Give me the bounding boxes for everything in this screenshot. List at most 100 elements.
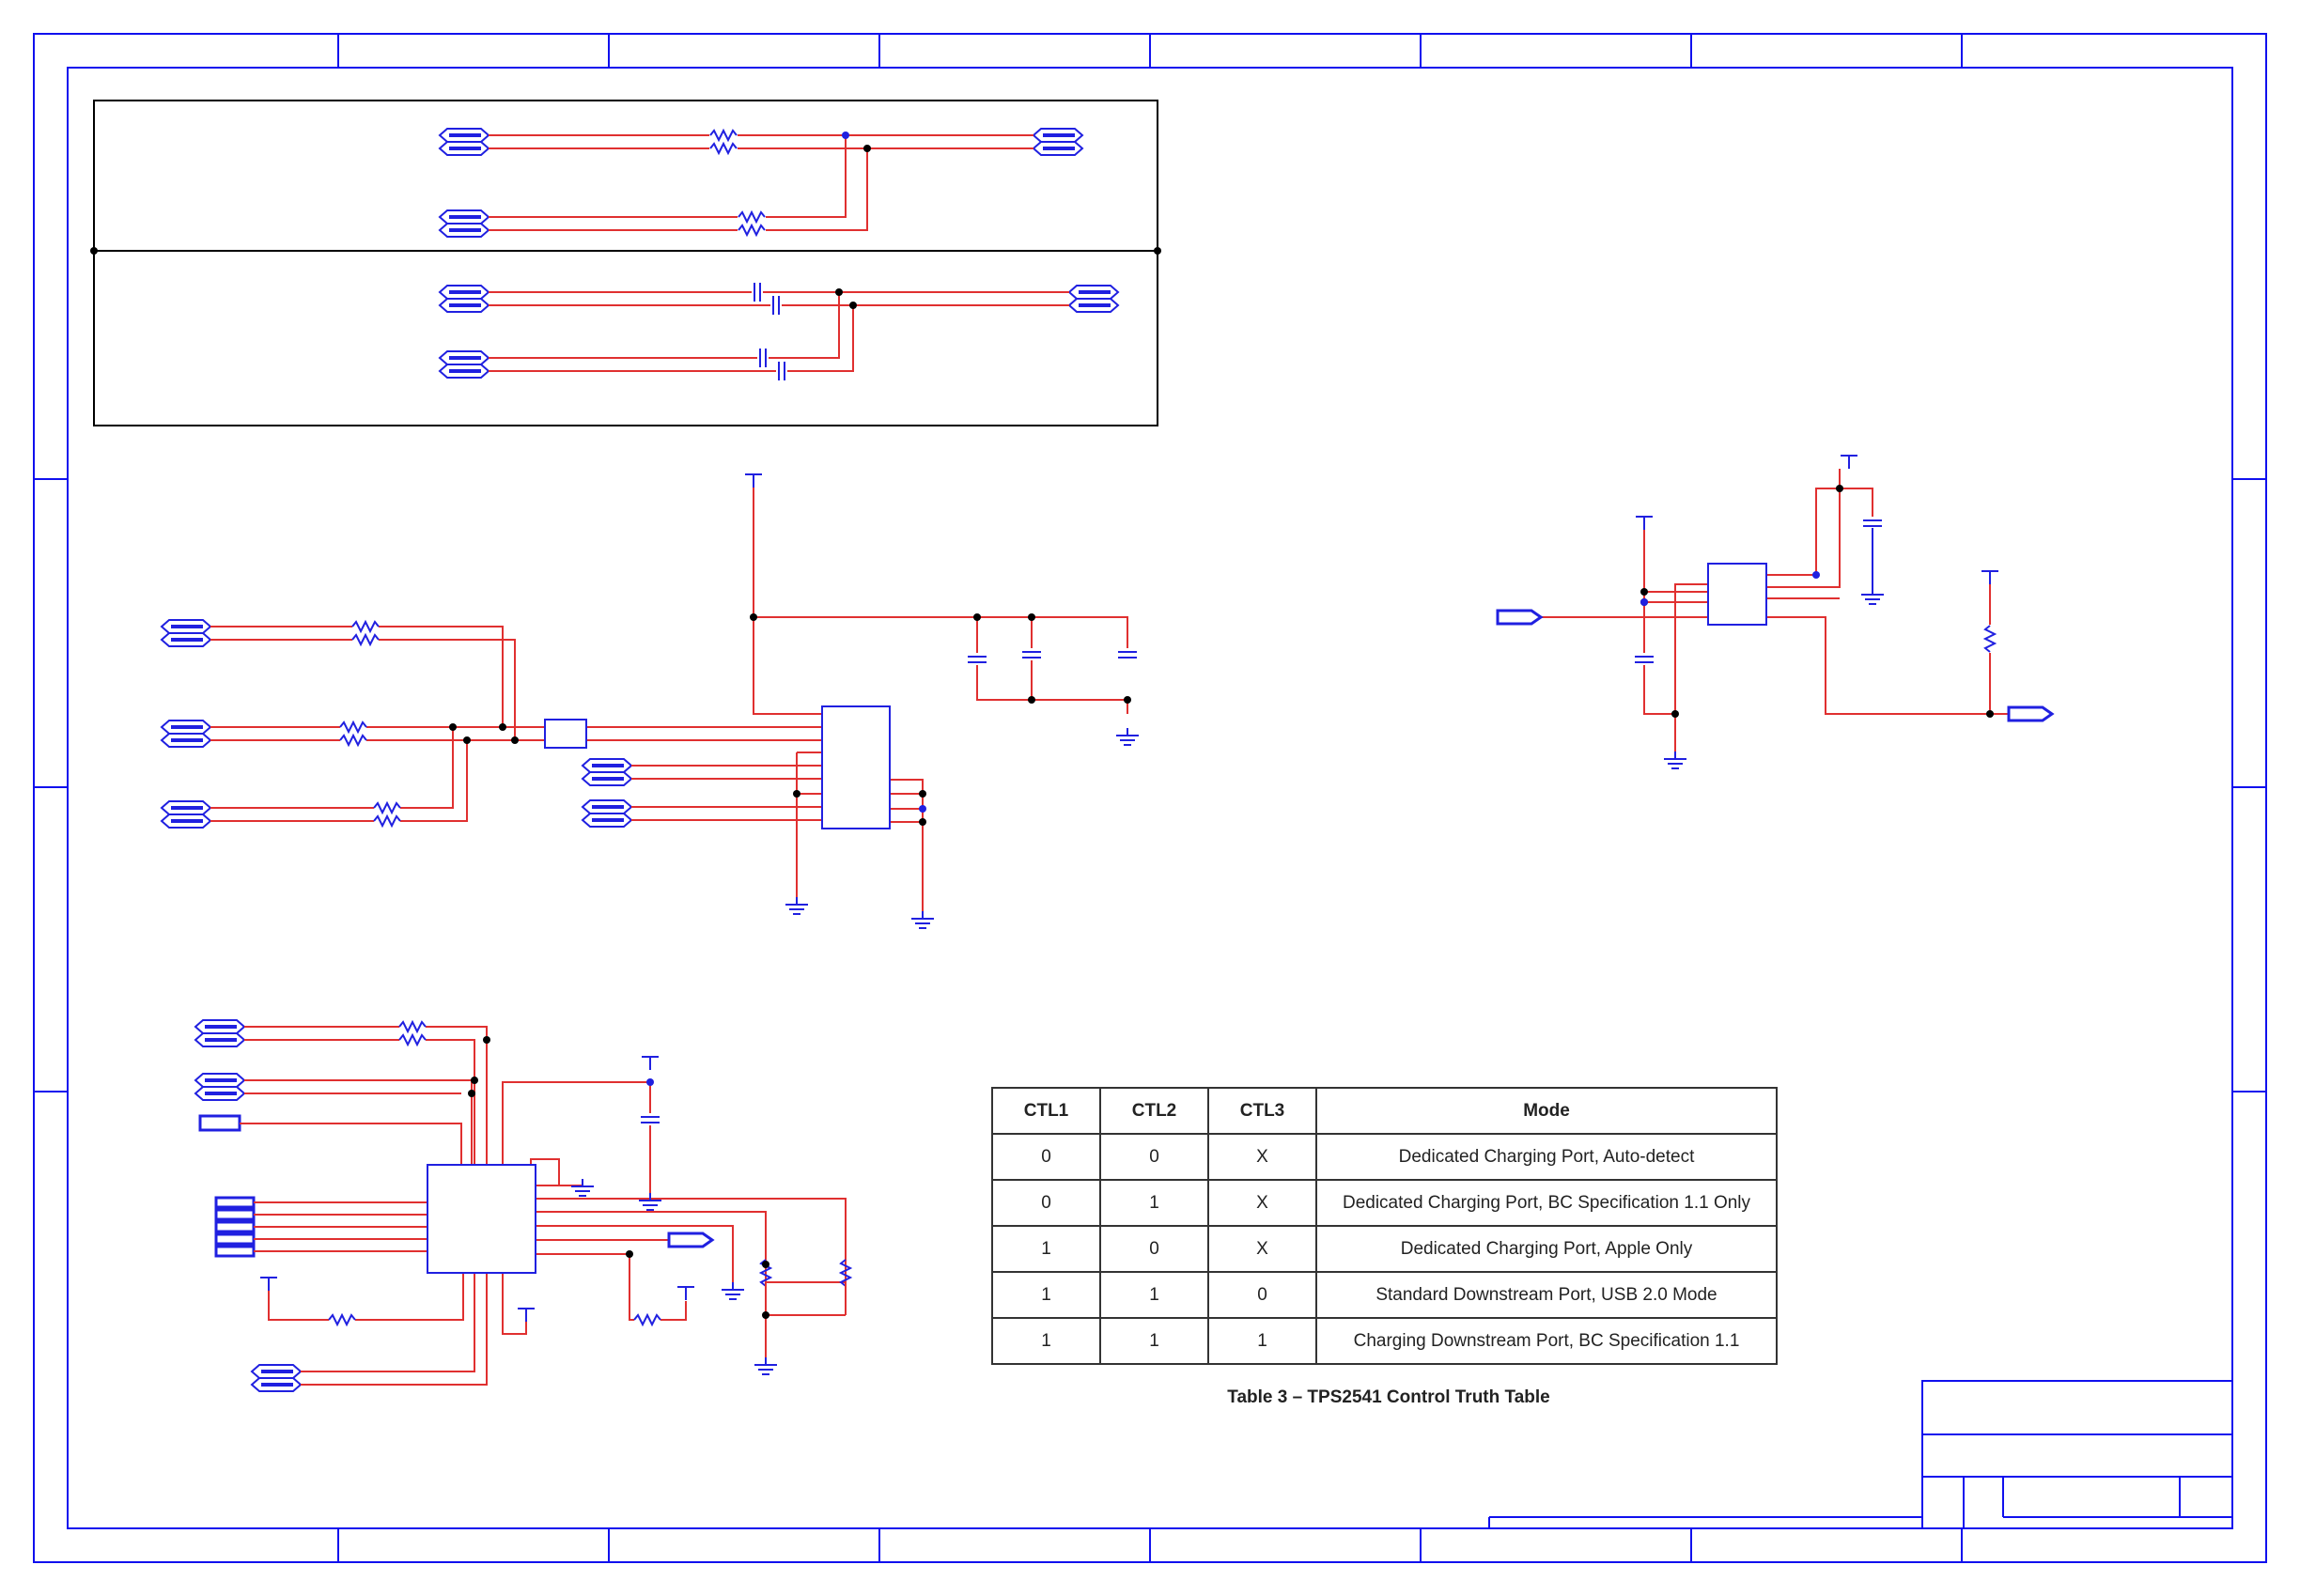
control-truth-table: CTL1 CTL2 CTL3 Mode 0 0 X Dedicated Char… — [991, 1087, 1778, 1365]
net-port-icon — [160, 618, 212, 648]
net-port-icon — [1032, 127, 1084, 157]
table-cell: 0 — [1099, 1225, 1209, 1273]
table-cell: 1 — [991, 1317, 1101, 1365]
table-cell: X — [1207, 1133, 1317, 1181]
column-header: Mode — [1315, 1087, 1778, 1135]
net-port-icon — [194, 1018, 246, 1048]
resistor-icon — [738, 225, 766, 236]
ground-icon — [721, 1281, 745, 1300]
net-port-icon — [250, 1363, 303, 1393]
resistor-icon — [709, 130, 738, 141]
table-cell: 0 — [1099, 1133, 1209, 1181]
net-port-icon — [160, 799, 212, 829]
power-symbol-icon — [517, 1308, 536, 1323]
resistor-icon — [1984, 625, 1996, 653]
resistor-icon — [398, 1021, 427, 1032]
bus-port-icon — [214, 1196, 256, 1258]
wires — [1541, 469, 2009, 715]
resistor-icon — [709, 143, 738, 154]
resistor-icon — [328, 1314, 356, 1325]
drawing-frame — [33, 33, 2267, 1563]
power-symbol-icon — [641, 1056, 660, 1071]
table-cell: 1 — [1099, 1271, 1209, 1319]
power-symbol-icon — [1840, 455, 1858, 470]
resistor-icon — [633, 1314, 661, 1325]
capacitor-icon — [967, 656, 987, 663]
table-cell: 1 — [991, 1225, 1101, 1273]
table-cell: 1 — [1099, 1179, 1209, 1227]
capacitor-icon — [640, 1116, 660, 1123]
middle-left-circuit — [160, 473, 1140, 929]
table-row: 1 0 X Dedicated Charging Port, Apple Onl… — [991, 1225, 1778, 1273]
power-symbol-icon — [1635, 516, 1654, 531]
net-port-icon — [438, 127, 490, 157]
table-cell: 1 — [1207, 1317, 1317, 1365]
capacitor-icon — [1117, 651, 1138, 659]
ground-icon — [1663, 751, 1687, 769]
capacitor-icon — [778, 361, 785, 381]
capacitor-icon — [772, 295, 780, 316]
power-symbol-icon — [1981, 570, 1999, 585]
table-cell: 0 — [1207, 1271, 1317, 1319]
series-element-box — [90, 100, 1161, 426]
power-symbol-icon — [744, 473, 763, 488]
ground-icon — [638, 1192, 662, 1211]
net-port-icon — [581, 757, 633, 787]
power-symbol-icon — [259, 1277, 278, 1292]
output-port-icon — [2007, 705, 2055, 722]
capacitor-icon — [754, 282, 761, 302]
table-cell: Dedicated Charging Port, Auto-detect — [1315, 1133, 1778, 1181]
net-port-icon — [438, 349, 490, 380]
table-cell: 1 — [991, 1271, 1101, 1319]
output-port-icon — [667, 1232, 715, 1248]
table-row: 0 1 X Dedicated Charging Port, BC Specif… — [991, 1179, 1778, 1227]
table-cell: 0 — [991, 1133, 1101, 1181]
table-row: 0 0 X Dedicated Charging Port, Auto-dete… — [991, 1133, 1778, 1181]
table-cell: Dedicated Charging Port, BC Specificatio… — [1315, 1179, 1778, 1227]
ground-icon — [1115, 727, 1140, 746]
table-header-row: CTL1 CTL2 CTL3 Mode — [991, 1087, 1778, 1135]
table-cell: X — [1207, 1225, 1317, 1273]
table-cell: Charging Downstream Port, BC Specificati… — [1315, 1317, 1778, 1365]
capacitor-icon — [1862, 519, 1883, 527]
column-header: CTL3 — [1207, 1087, 1317, 1135]
net-port-icon — [438, 284, 490, 314]
resistor-icon — [373, 815, 401, 827]
input-port-icon — [1496, 609, 1544, 626]
column-header: CTL2 — [1099, 1087, 1209, 1135]
power-symbol-icon — [676, 1286, 695, 1301]
net-port-icon — [438, 209, 490, 239]
wires — [240, 1026, 847, 1386]
net-port-icon — [194, 1072, 246, 1102]
resistor-icon — [351, 621, 380, 632]
net-port-icon — [581, 798, 633, 829]
resistor-icon — [398, 1034, 427, 1046]
ground-icon — [570, 1178, 595, 1197]
ground-icon — [754, 1356, 778, 1375]
title-block — [1488, 1380, 2233, 1529]
esd-array-icon — [544, 719, 587, 749]
table-row: 1 1 0 Standard Downstream Port, USB 2.0 … — [991, 1271, 1778, 1319]
table-cell: X — [1207, 1179, 1317, 1227]
capacitor-icon — [1634, 656, 1655, 663]
table-cell: Standard Downstream Port, USB 2.0 Mode — [1315, 1271, 1778, 1319]
capacitor-icon — [1021, 651, 1042, 659]
table-cell: 0 — [991, 1179, 1101, 1227]
resistor-icon — [373, 802, 401, 813]
table-caption: Table 3 – TPS2541 Control Truth Table — [1227, 1387, 1550, 1407]
power-switch-ic — [1707, 563, 1767, 626]
wires — [210, 488, 1128, 911]
lower-left-circuit — [194, 1018, 851, 1393]
ground-icon — [1860, 586, 1885, 605]
switch-ic — [821, 705, 891, 829]
usb-controller-ic — [427, 1164, 536, 1274]
table-row: 1 1 1 Charging Downstream Port, BC Speci… — [991, 1317, 1778, 1365]
column-header: CTL1 — [991, 1087, 1101, 1135]
wires — [489, 134, 1069, 372]
table-cell: 1 — [1099, 1317, 1209, 1365]
resistor-icon — [351, 634, 380, 645]
capacitor-icon — [759, 348, 767, 368]
net-port-icon — [160, 719, 212, 749]
resistor-icon — [339, 735, 367, 746]
